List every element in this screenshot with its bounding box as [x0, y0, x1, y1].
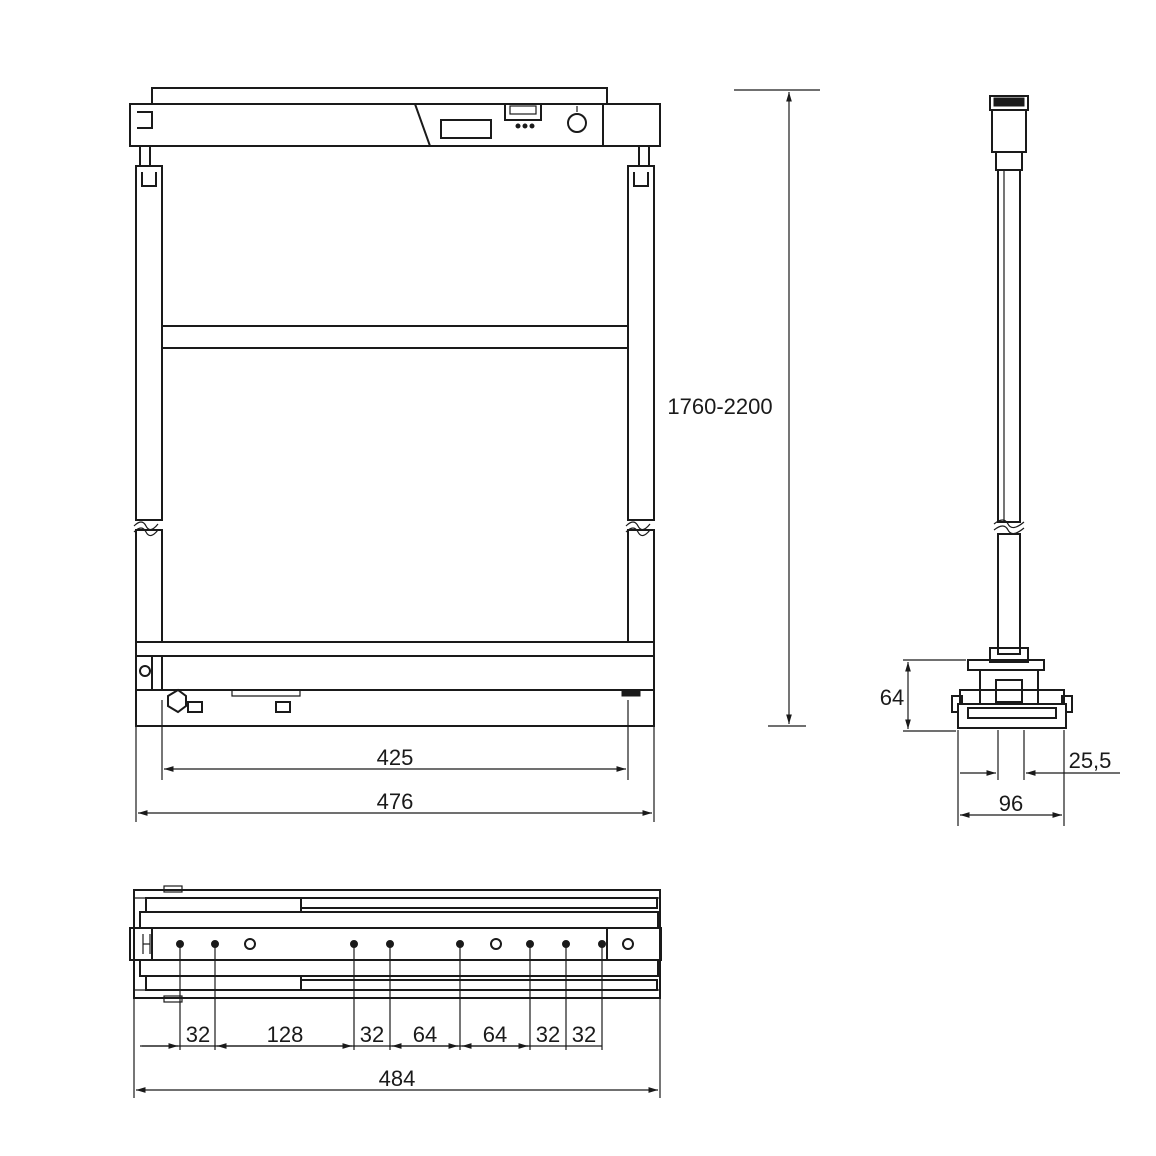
front-view: 425 476: [129, 87, 661, 822]
spacing-label-3: 32: [360, 1022, 384, 1047]
mounting-holes: [176, 938, 634, 950]
bottom-view: [129, 885, 662, 1098]
spacing-label-6: 32: [536, 1022, 560, 1047]
inner-width-label: 425: [377, 745, 414, 770]
spacing-label-7: 32: [572, 1022, 596, 1047]
height-dimension: [734, 89, 820, 727]
offset-label: 25,5: [1069, 748, 1112, 773]
side-view: [903, 95, 1120, 826]
spacing-label-4: 64: [413, 1022, 437, 1047]
spacing-label-1: 32: [186, 1022, 210, 1047]
right-post: [625, 145, 655, 643]
base-width-label: 96: [999, 791, 1023, 816]
spacing-label-5: 64: [483, 1022, 507, 1047]
outer-width-label: 476: [377, 789, 414, 814]
front-width-dimensions: [135, 700, 655, 822]
middle-crossbar: [161, 325, 629, 349]
height-range-label: 1760-2200: [667, 394, 772, 419]
top-crossbar: [129, 87, 661, 147]
total-length-label: 484: [379, 1066, 416, 1091]
base-height-label: 64: [880, 685, 904, 710]
left-post: [133, 145, 163, 643]
bottom-slide-assembly: [135, 641, 655, 727]
spacing-label-2: 128: [267, 1022, 304, 1047]
